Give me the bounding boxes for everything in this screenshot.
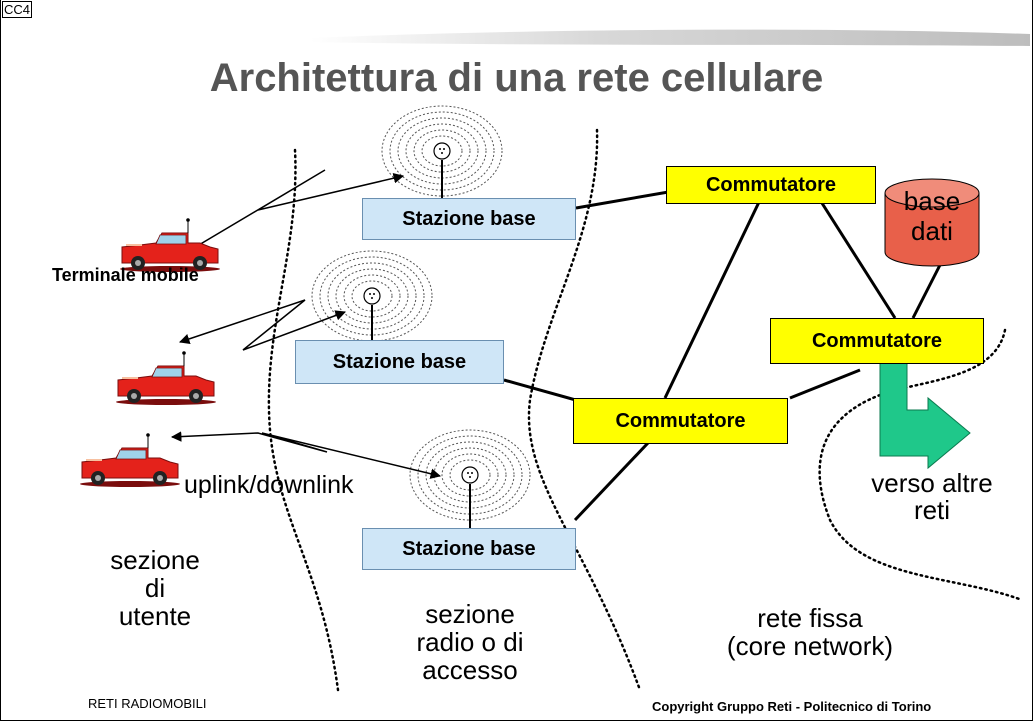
vehicle-1 — [119, 217, 221, 273]
base-station-3: Stazione base — [362, 528, 576, 570]
radio-link-1 — [181, 169, 405, 256]
base-station-2: Stazione base — [295, 340, 504, 384]
other-networks-label: verso altre reti — [871, 468, 993, 525]
section-core: rete fissa (core network) — [726, 603, 894, 661]
section-radio: sezione radio o di accesso — [416, 599, 524, 685]
boundary-user-radio — [267, 148, 340, 692]
database-label: base dati — [903, 186, 961, 246]
boundary-core-other — [818, 328, 1024, 602]
boundary-radio-core — [527, 128, 642, 692]
switch-1: Commutatore — [666, 166, 876, 204]
slide-tag: CC4 — [2, 1, 33, 18]
footer-right: Copyright Gruppo Reti - Politecnico di T… — [652, 699, 932, 714]
switch-3: Commutatore — [573, 398, 788, 444]
page-title: Architettura di una rete cellulare — [209, 56, 824, 100]
terminal-label: Terminale mobile — [52, 265, 199, 285]
switch-2: Commutatore — [770, 318, 984, 364]
green-arrow — [879, 359, 971, 470]
radio-link-2 — [179, 299, 346, 351]
vehicle-3 — [79, 432, 181, 488]
header-brush — [310, 29, 1030, 46]
link-label: uplink/downlink — [184, 471, 354, 499]
base-station-1: Stazione base — [362, 198, 576, 240]
footer-left: RETI RADIOMOBILI — [88, 696, 207, 711]
vehicle-2 — [115, 350, 217, 406]
section-user: sezione di utente — [110, 545, 200, 631]
radio-link-3 — [170, 431, 442, 479]
database-icon — [884, 178, 980, 267]
